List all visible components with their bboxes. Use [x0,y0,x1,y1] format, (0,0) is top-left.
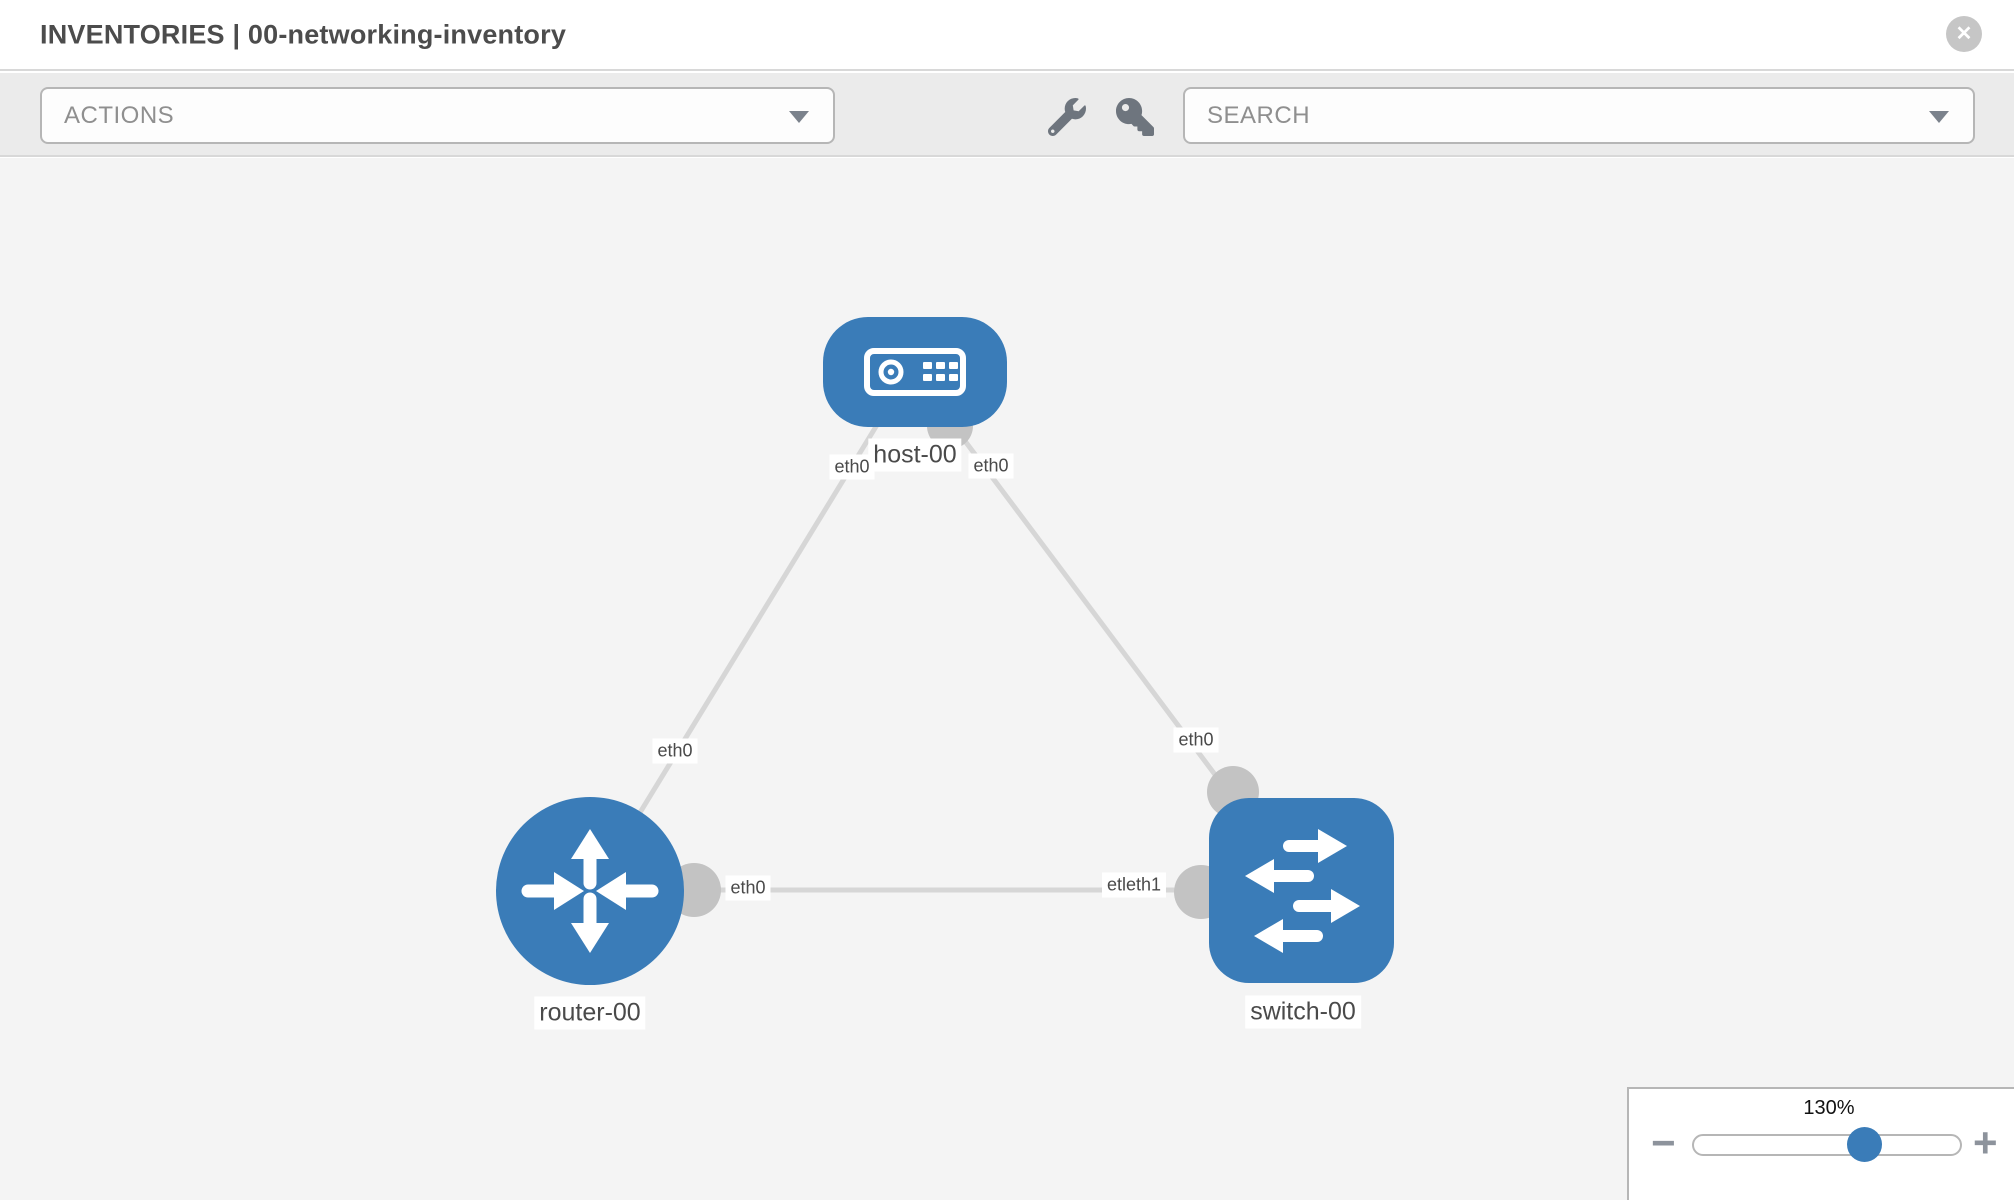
zoom-in-button[interactable]: + [1973,1119,1998,1166]
if-label-host-eth0-right: eth0 [968,453,1014,479]
if-label-host-eth0-left: eth0 [829,454,875,480]
zoom-control-panel: 130% − + [1627,1087,2014,1200]
chevron-down-icon [789,110,809,123]
node-label-router: router-00 [534,996,646,1030]
switch-icon [1245,829,1360,953]
close-button[interactable]: ✕ [1946,16,1982,52]
topology-svg[interactable] [0,158,2014,1200]
node-label-host: host-00 [868,438,962,472]
link-host-router[interactable] [597,418,883,880]
zoom-level-text: 130% [1803,1097,1855,1119]
search-dropdown[interactable]: SEARCH [1183,87,1975,144]
node-router-00[interactable] [496,797,684,985]
if-label-router-eth0-up: eth0 [652,738,698,764]
page-title: INVENTORIES | 00-networking-inventory [40,19,567,49]
wrench-icon [1048,98,1086,136]
host-icon [864,348,966,396]
node-switch-00[interactable] [1209,798,1394,983]
toolbar: ACTIONS SEARCH [0,73,2014,157]
configure-button[interactable] [1045,95,1089,139]
zoom-slider-handle[interactable] [1847,1127,1882,1162]
header: INVENTORIES | 00-networking-inventory ✕ [0,0,2014,71]
node-host-00[interactable] [823,317,1007,427]
chevron-down-icon [1929,110,1949,123]
key-icon [1116,98,1154,136]
actions-dropdown[interactable]: ACTIONS [40,87,835,144]
if-label-router-eth0-mid: eth0 [725,875,771,901]
close-icon: ✕ [1955,23,1973,45]
topology-canvas[interactable]: host-00 router-00 switch-00 eth0 eth0 et… [0,158,2014,1200]
actions-dropdown-label: ACTIONS [64,101,175,129]
router-icon [521,829,659,953]
search-dropdown-label: SEARCH [1207,101,1311,129]
if-label-switch-eth0: eth0 [1173,727,1219,753]
zoom-slider-track[interactable] [1692,1134,1962,1156]
zoom-out-button[interactable]: − [1651,1119,1676,1166]
credentials-button[interactable] [1113,95,1157,139]
node-label-switch: switch-00 [1245,995,1361,1029]
if-label-switch-eth1: etleth1 [1101,872,1167,898]
